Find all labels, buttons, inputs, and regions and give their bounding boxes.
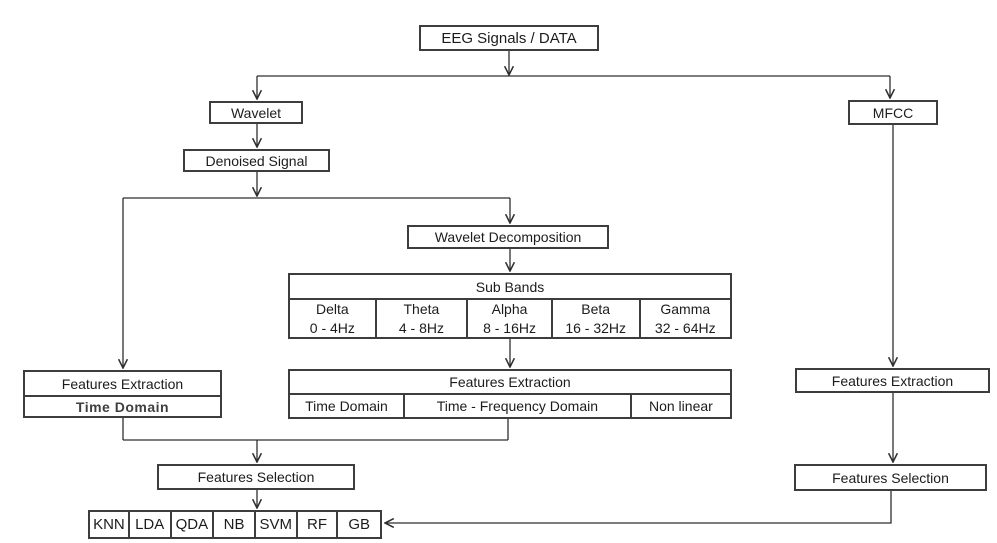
classifier-cells: KNN LDA QDA NB SVM RF GB bbox=[90, 512, 380, 537]
mfcc-node: MFCC bbox=[848, 100, 938, 125]
classifier-cell-qda: QDA bbox=[172, 512, 215, 537]
band-cell-beta: Beta 16 - 32Hz bbox=[553, 300, 641, 337]
band-name: Alpha bbox=[491, 301, 528, 318]
method-cell-non-linear: Non linear bbox=[648, 397, 713, 414]
band-name: Beta bbox=[581, 301, 611, 318]
classifier-cell-nb: NB bbox=[214, 512, 256, 537]
band-range: 16 - 32Hz bbox=[565, 319, 627, 336]
features-extraction-left-title: Features Extraction bbox=[25, 372, 220, 397]
band-range: 0 - 4Hz bbox=[309, 319, 355, 336]
features-selection-left-node: Features Selection bbox=[157, 464, 355, 490]
features-selection-right-node: Features Selection bbox=[794, 464, 987, 491]
sub-bands-row: Delta 0 - 4Hz Theta 4 - 8Hz Alpha 8 - 16… bbox=[290, 300, 730, 337]
classifier-cell-lda: LDA bbox=[130, 512, 172, 537]
wavelet-node: Wavelet bbox=[209, 101, 303, 124]
classifier-cell-svm: SVM bbox=[256, 512, 298, 537]
features-extraction-left-node: Features Extraction Time Domain bbox=[23, 370, 222, 418]
features-extraction-right-node: Features Extraction bbox=[795, 368, 990, 393]
band-cell-alpha: Alpha 8 - 16Hz bbox=[468, 300, 553, 337]
classifier-row: KNN LDA QDA NB SVM RF GB bbox=[88, 510, 382, 539]
edge-fsright-to-classifiers bbox=[385, 491, 892, 523]
band-name: Delta bbox=[315, 301, 349, 318]
method-cell-time-frequency-domain: Time - Frequency Domain bbox=[405, 395, 632, 417]
method-cell-time-domain: Time Domain bbox=[290, 395, 405, 417]
band-name: Gamma bbox=[660, 301, 711, 318]
classifier-cell-gb: GB bbox=[348, 515, 371, 533]
features-extraction-mid-table: Features Extraction Time Domain Time - F… bbox=[288, 369, 732, 419]
denoised-signal-node: Denoised Signal bbox=[183, 149, 330, 172]
band-name: Theta bbox=[403, 301, 440, 318]
band-cell-delta: Delta 0 - 4Hz bbox=[290, 300, 377, 337]
band-range: 32 - 64Hz bbox=[654, 319, 716, 336]
band-range: 8 - 16Hz bbox=[483, 319, 536, 336]
sub-bands-table: Sub Bands Delta 0 - 4Hz Theta 4 - 8Hz Al… bbox=[288, 273, 732, 339]
sub-bands-title: Sub Bands bbox=[290, 275, 730, 300]
features-extraction-mid-title: Features Extraction bbox=[290, 371, 730, 395]
band-range: 4 - 8Hz bbox=[398, 319, 444, 336]
band-cell-gamma: Gamma 32 - 64Hz bbox=[641, 300, 731, 337]
features-extraction-methods-row: Time Domain Time - Frequency Domain Non … bbox=[290, 395, 730, 417]
classifier-cell-rf: RF bbox=[298, 512, 339, 537]
band-cell-theta: Theta 4 - 8Hz bbox=[377, 300, 469, 337]
features-extraction-left-subtype: Time Domain bbox=[75, 398, 170, 415]
eeg-signals-node: EEG Signals / DATA bbox=[419, 25, 599, 51]
classifier-cell-knn: KNN bbox=[90, 512, 130, 537]
wavelet-decomposition-node: Wavelet Decomposition bbox=[407, 225, 609, 249]
